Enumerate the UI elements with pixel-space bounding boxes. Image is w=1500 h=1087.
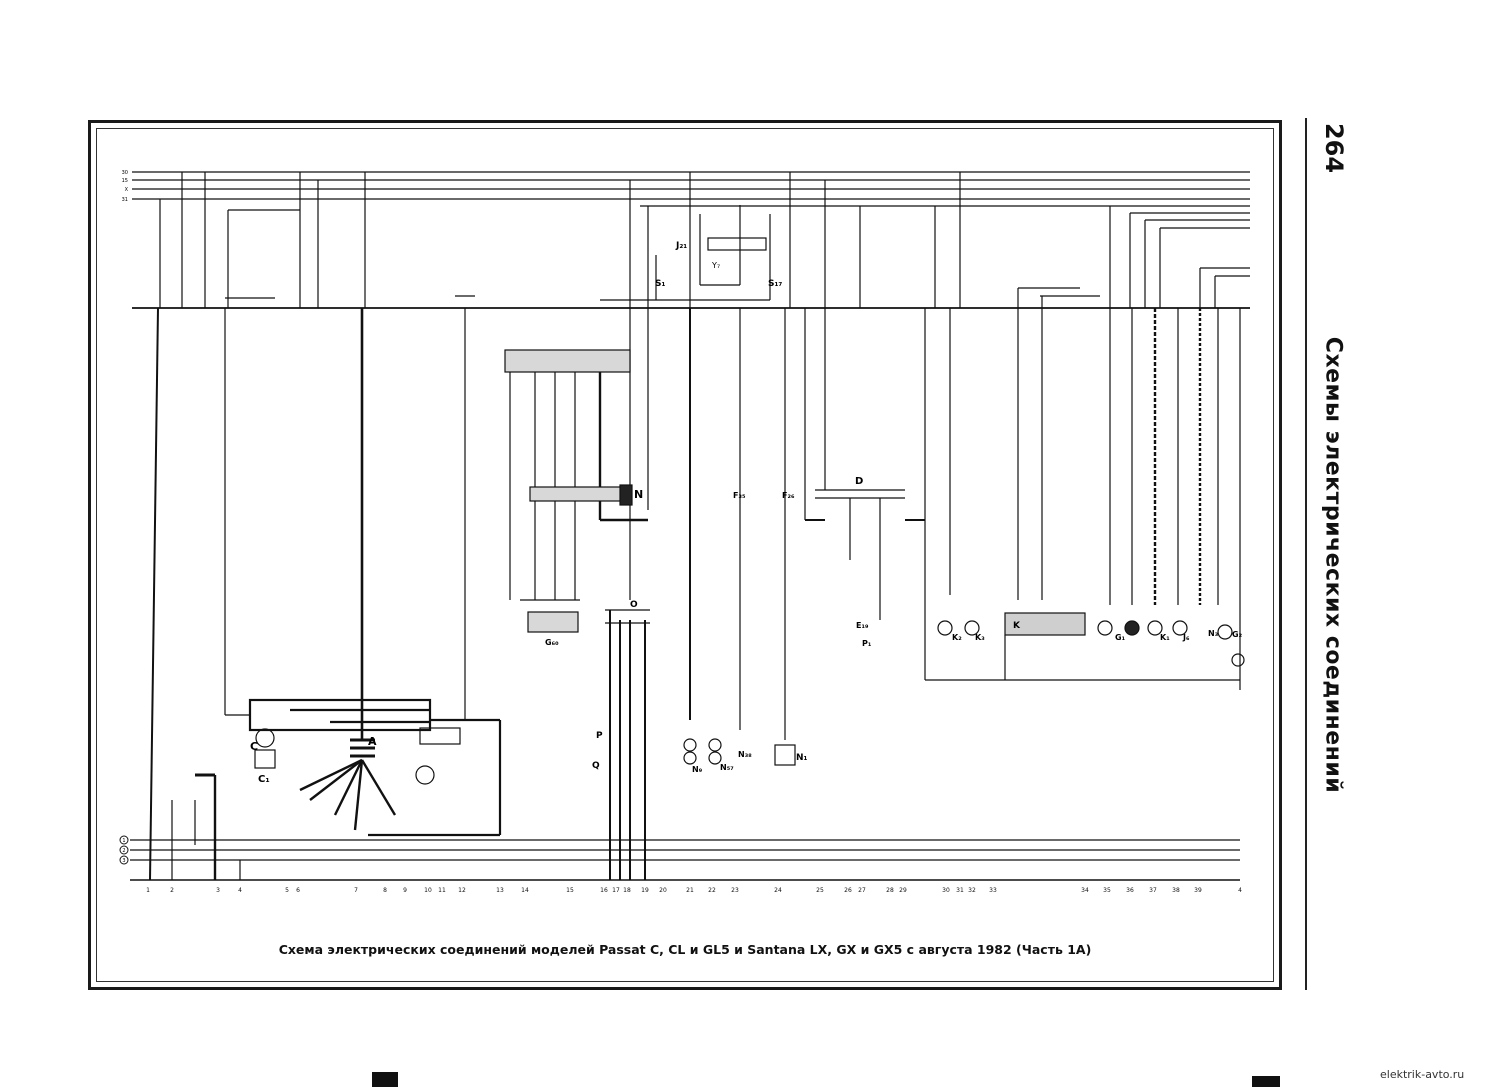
track-number-35: 35 (1103, 887, 1111, 894)
track-number-4: 4 (238, 887, 242, 894)
page-side-rule (1305, 118, 1307, 990)
track-number-31: 31 (956, 887, 964, 894)
label-connector-q: Q (592, 761, 600, 771)
track-number-25: 25 (816, 887, 824, 894)
track-number-18: 18 (623, 887, 631, 894)
label-module-n: N (634, 488, 643, 501)
label-gauge-g2: G₂ (1232, 630, 1243, 639)
track-number-10: 10 (424, 887, 432, 894)
ground-bus-label-1: 1 (122, 838, 125, 844)
label-distributor-d: D (855, 476, 863, 487)
track-number-17: 17 (612, 887, 620, 894)
track-number-24: 24 (774, 887, 782, 894)
label-warn-k2: K₂ (952, 633, 962, 642)
label-relay-j6: J₆ (1182, 633, 1190, 642)
track-number-1: 1 (146, 887, 150, 894)
track-number-36: 36 (1126, 887, 1134, 894)
track-number-21: 21 (686, 887, 694, 894)
track-number-37: 37 (1149, 887, 1157, 894)
label-starter-c: C (250, 740, 258, 753)
label-n-cutoff: N₉ (692, 765, 703, 774)
diagram-frame-inner (96, 128, 1274, 982)
track-number-15: 15 (566, 887, 574, 894)
label-switch-p1: P₁ (862, 639, 872, 648)
track-number-2: 2 (170, 887, 174, 894)
track-number-12: 12 (458, 887, 466, 894)
label-warn-k1: K₁ (1160, 633, 1170, 642)
label-relay-j21: J₂₁ (675, 241, 687, 251)
track-number-29: 29 (899, 887, 907, 894)
label-relay-y7: Y₇ (711, 261, 720, 270)
diagram-frame-outer (88, 120, 1282, 990)
label-regulator-c1: C₁ (258, 774, 270, 785)
track-number-22: 22 (708, 887, 716, 894)
label-coil-n1: N₁ (796, 753, 808, 763)
ground-bus-label-2: 2 (122, 848, 125, 854)
label-connector-p: P (596, 731, 603, 741)
bus-label-15: 15 (122, 178, 128, 184)
site-credit: elektrik-avto.ru (1380, 1068, 1465, 1081)
track-number-19: 19 (641, 887, 649, 894)
track-number-27: 27 (858, 887, 866, 894)
track-number-6: 6 (296, 887, 300, 894)
track-number-38: 38 (1172, 887, 1180, 894)
track-number-3: 3 (216, 887, 220, 894)
label-tank-n3: N₃ (1208, 629, 1219, 638)
track-number-5: 5 (285, 887, 289, 894)
label-switch-f35: F₃₅ (733, 491, 746, 500)
label-fuse-s17: S₁₇ (768, 279, 782, 289)
track-number-9: 9 (403, 887, 407, 894)
label-main-connector-a: A (368, 735, 377, 748)
scan-mark-bottom-left (372, 1072, 398, 1087)
label-gauge-g1: G₁ (1115, 633, 1126, 642)
track-number-26: 26 (844, 887, 852, 894)
track-number-32: 32 (968, 887, 976, 894)
label-fuse-s1: S₁ (655, 279, 665, 289)
label-sender-g60: G₆₀ (545, 638, 559, 647)
track-number-33: 33 (989, 887, 997, 894)
track-number-20: 20 (659, 887, 667, 894)
label-switch-f26: F₂₆ (782, 491, 795, 500)
bus-label-31: 31 (122, 197, 128, 203)
label-relay-k: K (1013, 621, 1021, 631)
bus-label-x: X (125, 187, 129, 193)
track-number-14: 14 (521, 887, 529, 894)
track-number-8: 8 (383, 887, 387, 894)
track-number-28: 28 (886, 887, 894, 894)
track-number-16: 16 (600, 887, 608, 894)
diagram-caption: Схема электрических соединений моделей P… (278, 942, 1092, 957)
track-number-40: 4 (1238, 887, 1242, 894)
track-number-34: 34 (1081, 887, 1089, 894)
bus-label-30: 30 (122, 170, 128, 176)
track-number-39: 39 (1194, 887, 1202, 894)
label-warn-k3: K₃ (975, 633, 985, 642)
label-sensor-e19: E₁₉ (856, 621, 869, 630)
track-number-11: 11 (438, 887, 446, 894)
track-number-30: 30 (942, 887, 950, 894)
track-number-23: 23 (731, 887, 739, 894)
track-number-7: 7 (354, 887, 358, 894)
ground-bus-label-3: 3 (122, 858, 125, 864)
label-connector-o: O (630, 600, 638, 610)
label-n-lamp: N₃₈ (738, 750, 752, 759)
scan-mark-bottom-right (1252, 1076, 1280, 1087)
track-number-13: 13 (496, 887, 504, 894)
label-valve-n57: N₅₇ (720, 763, 734, 772)
